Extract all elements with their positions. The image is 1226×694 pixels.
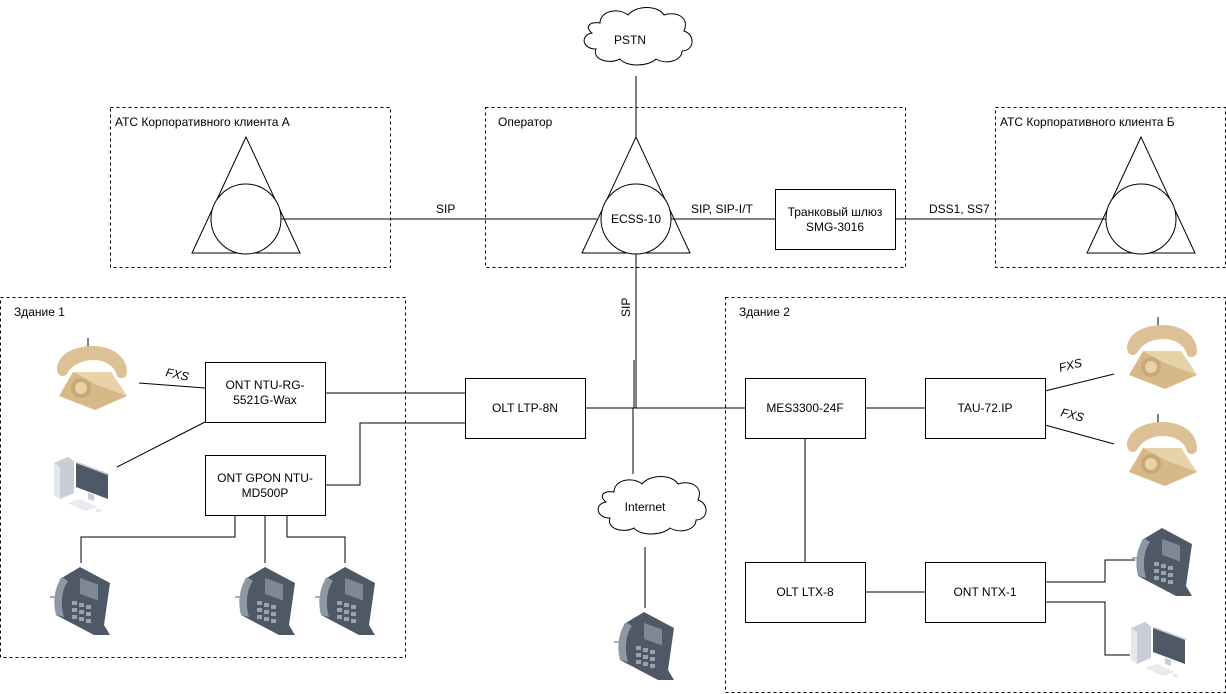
mes-switch-box[interactable]: MES3300-24F	[745, 378, 866, 439]
ip-phone-icon	[234, 566, 296, 636]
link-gpon-phone1	[80, 515, 236, 563]
olt-ltp-label: OLT LTP-8N	[492, 401, 558, 415]
ont-gpon-label-1: ONT GPON NTU-	[217, 471, 313, 485]
ont-gpon-label-2: MD500P	[242, 486, 289, 500]
olt-ltp-box[interactable]: OLT LTP-8N	[465, 378, 586, 439]
link-label-sip-vertical: SIP	[619, 298, 633, 317]
ecss-symbol[interactable]: ECSS-10	[581, 135, 691, 255]
group-building-1-label: Здание 1	[14, 305, 65, 319]
olt-ltx-label: OLT LTX-8	[776, 585, 834, 599]
group-building-1	[0, 297, 406, 658]
link-ntx-ipphone	[1045, 559, 1135, 583]
analog-phone-icon	[1127, 317, 1197, 389]
ont-rg-label-2: 5521G-Wax	[233, 393, 297, 407]
link-tau-phone1	[1044, 373, 1115, 392]
ont-rg-box[interactable]: ONT NTU-RG- 5521G-Wax	[205, 362, 326, 423]
pbx-b-symbol[interactable]	[1086, 135, 1196, 255]
pstn-label: PSTN	[614, 33, 646, 47]
group-pbx-a	[110, 107, 391, 268]
trunk-gateway-box[interactable]: Транковый шлюз SMG-3016	[775, 189, 896, 250]
pstn-cloud[interactable]: PSTN	[583, 7, 693, 66]
ont-gpon-box[interactable]: ONT GPON NTU- MD500P	[205, 455, 326, 516]
link-label-fxs: FXS	[164, 365, 190, 384]
internet-label: Internet	[625, 500, 666, 514]
link-fxs-phone	[138, 382, 206, 389]
link-ntx-pc	[1045, 601, 1130, 656]
link-ont-gpon-olt	[325, 422, 465, 486]
link-label-sip: SIP	[436, 202, 455, 216]
ip-phone-icon	[613, 611, 675, 681]
internet-cloud[interactable]: Internet	[597, 476, 707, 535]
link-tau-phone2	[1044, 424, 1115, 445]
ont-rg-label-1: ONT NTU-RG-	[225, 378, 304, 392]
group-operator	[485, 107, 906, 268]
analog-phone-icon	[1127, 414, 1197, 486]
link-label-dss1-ss7: DSS1, SS7	[929, 202, 990, 216]
olt-ltx-box[interactable]: OLT LTX-8	[745, 562, 866, 623]
tau-label: TAU-72.IP	[957, 401, 1012, 415]
analog-phone-icon	[57, 338, 127, 410]
group-operator-label: Оператор	[498, 115, 553, 129]
tau-box[interactable]: TAU-72.IP	[925, 378, 1046, 439]
group-pbx-b	[995, 107, 1226, 268]
pbx-a-symbol[interactable]	[191, 135, 301, 255]
group-pbx-a-label: АТС Корпоративного клиента А	[115, 115, 290, 129]
ecss-label: ECSS-10	[611, 212, 661, 226]
pc-icon	[54, 457, 110, 512]
ont-ntx-box[interactable]: ONT NTX-1	[925, 562, 1046, 623]
link-ont-rg-pc	[116, 421, 206, 468]
ip-phone-icon	[314, 566, 376, 636]
trunk-gateway-label-2: SMG-3016	[806, 220, 864, 234]
pc-icon	[1131, 622, 1187, 677]
group-pbx-b-label: АТС Корпоративного клиента Б	[1000, 115, 1175, 129]
link-label-sip-sipi: SIP, SIP-I/T	[691, 202, 753, 216]
ont-ntx-label: ONT NTX-1	[953, 585, 1016, 599]
link-label-fxs-2: FXS	[1059, 405, 1085, 424]
link-label-fxs-1: FXS	[1057, 356, 1083, 375]
ip-phone-icon	[49, 566, 111, 636]
ip-phone-icon	[1131, 527, 1193, 597]
group-building-2-label: Здание 2	[739, 305, 790, 319]
trunk-gateway-label-1: Транковый шлюз	[788, 205, 883, 219]
mes-label: MES3300-24F	[766, 401, 843, 415]
link-gpon-phone3	[286, 515, 346, 563]
